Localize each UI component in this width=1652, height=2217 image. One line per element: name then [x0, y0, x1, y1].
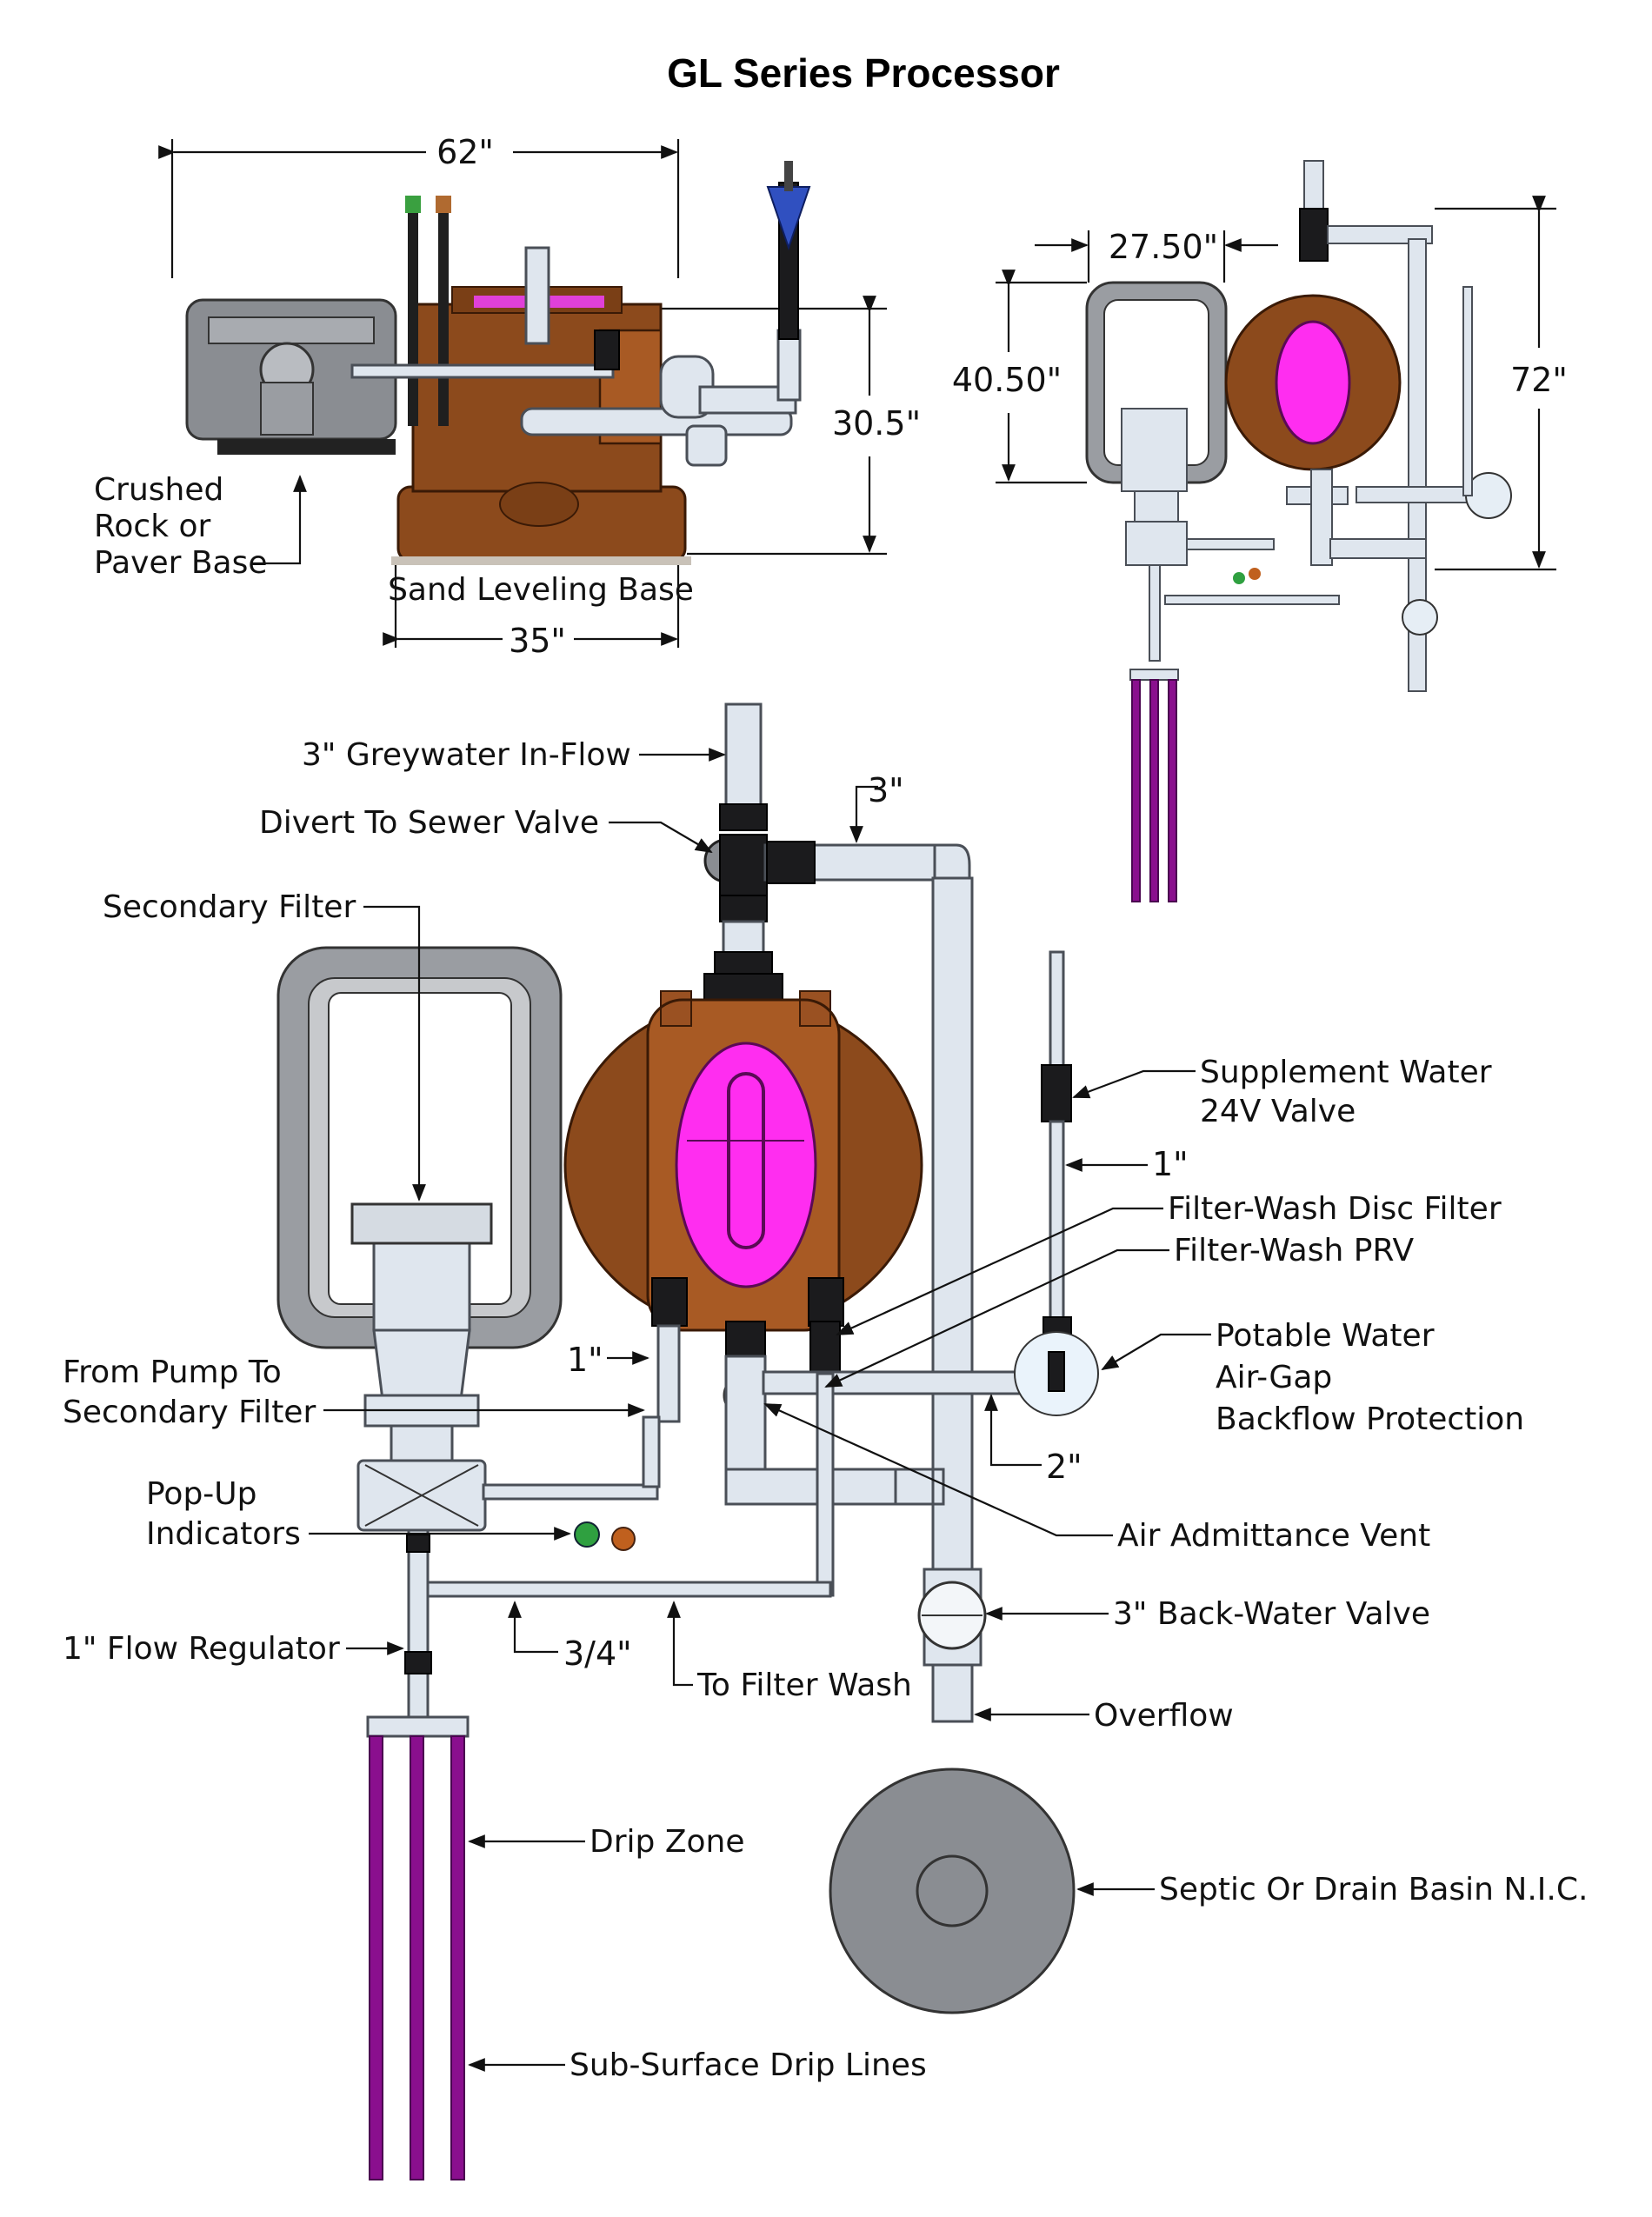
callout-septic: Septic Or Drain Basin N.I.C.	[1159, 1872, 1588, 1907]
callout-pipe-3in: 3"	[868, 771, 904, 809]
septic-basin	[829, 1768, 1076, 2014]
rock-label-line1: Crushed	[94, 472, 223, 508]
small-top-view: 27.50" 40.50" 72"	[952, 160, 1568, 902]
tank-lid	[675, 1042, 817, 1288]
callout-supplement-water-2: 24V Valve	[1200, 1094, 1356, 1129]
callout-air-vent: Air Admittance Vent	[1117, 1518, 1430, 1554]
callout-greywater-inflow: 3" Greywater In-Flow	[302, 737, 631, 773]
callout-popup-2: Indicators	[146, 1516, 301, 1552]
popup-indicator-green	[574, 1521, 600, 1548]
callout-drip-lines: Sub-Surface Drip Lines	[570, 2047, 927, 2083]
callout-pipe-3-4in: 3/4"	[563, 1634, 632, 1673]
callout-potable-2: Air-Gap	[1216, 1360, 1332, 1395]
callout-flow-regulator: 1" Flow Regulator	[63, 1631, 340, 1667]
callout-from-pump-1: From Pump To	[63, 1355, 282, 1390]
callout-divert-valve: Divert To Sewer Valve	[259, 805, 599, 841]
side-view: 62" 30.5"	[94, 133, 921, 660]
height-dim-40-50: 40.50"	[952, 361, 1062, 399]
drip-line-3	[450, 1735, 465, 2180]
callout-supplement-water-1: Supplement Water	[1200, 1055, 1492, 1090]
callout-pipe-1in-a: 1"	[1152, 1145, 1189, 1183]
height-dim-30-5: 30.5"	[832, 404, 921, 443]
callout-pipe-2in: 2"	[1046, 1448, 1082, 1486]
callout-from-pump-2: Secondary Filter	[63, 1395, 316, 1430]
height-dim-72: 72"	[1510, 361, 1568, 399]
callout-filter-wash: To Filter Wash	[696, 1668, 912, 1703]
callout-pipe-1in-b: 1"	[567, 1341, 603, 1379]
popup-indicator-orange	[611, 1527, 636, 1551]
diagram-title: GL Series Processor	[667, 50, 1060, 96]
inflow-pipe	[724, 702, 763, 810]
callout-potable-3: Backflow Protection	[1216, 1401, 1524, 1437]
callout-popup-1: Pop-Up	[146, 1476, 257, 1512]
drip-line-1	[369, 1735, 383, 2180]
callout-disc-filter: Filter-Wash Disc Filter	[1168, 1191, 1502, 1227]
base-dim-35: 35"	[509, 622, 566, 660]
main-callouts: 3" Greywater In-Flow Divert To Sewer Val…	[63, 737, 1588, 2083]
width-dim-27-50: 27.50"	[1109, 228, 1218, 266]
rock-label-line2: Rock or	[94, 509, 211, 544]
sand-base-label: Sand Leveling Base	[388, 572, 694, 608]
drip-manifold	[366, 1715, 470, 1738]
callout-drip-zone: Drip Zone	[590, 1824, 744, 1860]
main-view	[276, 702, 1099, 2180]
callout-backwater-valve: 3" Back-Water Valve	[1113, 1596, 1430, 1632]
callout-potable-1: Potable Water	[1216, 1318, 1435, 1354]
width-dim-62: 62"	[436, 133, 494, 171]
callout-prv: Filter-Wash PRV	[1174, 1233, 1415, 1268]
drip-line-2	[410, 1735, 424, 2180]
rock-label-line3: Paver Base	[94, 545, 268, 581]
callout-secondary-filter: Secondary Filter	[103, 889, 356, 925]
callout-overflow: Overflow	[1094, 1698, 1234, 1734]
supplement-valve	[1041, 1064, 1072, 1122]
